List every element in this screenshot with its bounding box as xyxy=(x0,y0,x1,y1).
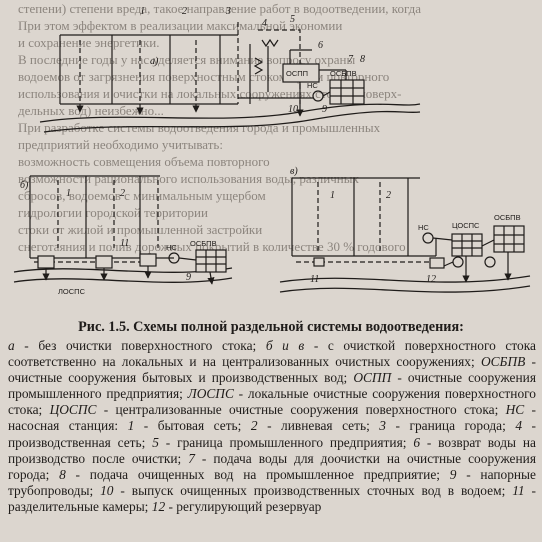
figure-legend: а - без очистки поверхностного стока; б … xyxy=(8,338,536,515)
legend-term: 9 xyxy=(449,466,457,482)
label-c-1: 1 xyxy=(330,190,335,201)
label-1: 1 xyxy=(140,6,145,17)
legend-text: - разделительные камеры; xyxy=(8,482,536,514)
legend-term: 3 xyxy=(379,418,386,434)
legend-term: ОСПП xyxy=(353,370,392,386)
legend-term: б и в xyxy=(265,338,305,353)
label-6: 6 xyxy=(318,40,323,51)
legend-term: 7 xyxy=(188,450,195,466)
legend-text: - насосная станция: xyxy=(8,402,536,434)
label-9a: 9 xyxy=(322,104,327,115)
legend-text: - с очисткой поверхностного стока соотве… xyxy=(8,338,536,370)
label-4: 4 xyxy=(262,18,267,29)
label-b-2: 2 xyxy=(120,188,125,199)
label-2: 2 xyxy=(182,6,187,17)
legend-text: - производственная сеть; xyxy=(8,418,537,450)
panel-a xyxy=(39,22,421,133)
legend-term: 2 xyxy=(250,418,258,434)
label-3: 3 xyxy=(225,6,231,17)
legend-term: 11 xyxy=(512,482,525,498)
panel-c-label: в) xyxy=(290,166,298,177)
box-cospc: ЦОСПС xyxy=(452,221,480,230)
label-c-2: 2 xyxy=(386,190,391,201)
background-text-line: возможность совмещения объема повторного xyxy=(18,154,270,169)
label-c-11: 11 xyxy=(310,274,319,285)
panel-b xyxy=(13,175,233,285)
label-b-9: 9 xyxy=(186,272,191,283)
box-osbv-a: ОСБПВ xyxy=(330,69,357,78)
legend-term: а xyxy=(8,338,15,353)
legend-term: 6 xyxy=(413,434,421,450)
background-text-line: При разработке системы водоотведения гор… xyxy=(18,120,381,135)
legend-text: - граница города; xyxy=(386,418,516,434)
legend-term: 8 xyxy=(59,466,66,482)
box-ns-c: НС xyxy=(418,223,429,232)
legend-text: - граница промышленного предприятия; xyxy=(158,434,414,450)
background-text-line: В последние годы у нас уделяется внимани… xyxy=(18,52,356,67)
background-text-line: гидрологии городской территории xyxy=(18,205,208,220)
box-lospc: ЛОСПС xyxy=(58,287,86,296)
background-text-line: возможности рационального использования … xyxy=(18,171,359,186)
legend-text: - выпуск очищенных производственных сточ… xyxy=(113,482,513,498)
legend-text: - бытовая сеть; xyxy=(134,418,251,434)
legend-text: - ливневая сеть; xyxy=(257,418,380,434)
box-osbv-b: ОСБПВ xyxy=(190,239,217,248)
legend-text: - очистные сооружения промышленного пред… xyxy=(8,370,536,402)
legend-text: - централизованные очистные сооружения п… xyxy=(96,402,506,418)
panel-c xyxy=(279,177,531,293)
box-ns-b: НС xyxy=(166,243,177,252)
label-5: 5 xyxy=(290,14,295,25)
legend-text: - напорные трубопроводы; xyxy=(8,466,536,498)
legend-term: 1 xyxy=(127,418,135,434)
background-text-line: использования и очистки на локальных соо… xyxy=(18,86,402,101)
background-text-line: сбросов, водоемов с минимальным ущербом xyxy=(18,188,266,203)
label-10: 10 xyxy=(288,104,298,115)
legend-term: ЛОСПС xyxy=(187,386,234,402)
legend-text: - без очистки поверхностного стока; xyxy=(14,338,266,353)
legend-term: НС xyxy=(505,402,525,418)
legend-term: 10 xyxy=(100,482,114,498)
legend-text: - локальные очистные сооружения поверхно… xyxy=(8,386,536,418)
label-7: 7 xyxy=(348,54,354,65)
label-b-11: 11 xyxy=(120,238,129,249)
legend-text: - очистные сооружения бытовых и производ… xyxy=(8,354,536,386)
box-ospp: ОСПП xyxy=(286,69,308,78)
label-8: 8 xyxy=(360,54,365,65)
legend-term: 12 xyxy=(151,498,166,514)
legend-text: - подача очищенных вод на промышленное п… xyxy=(65,466,450,482)
figure-drawing: а) б) в) 1 2 3 4 5 6 7 8 9 10 1 2 11 9 1… xyxy=(13,6,531,296)
panel-b-label: б) xyxy=(20,180,29,191)
background-text-line: предприятий необходимо учитывать: xyxy=(18,137,223,152)
label-c-12: 12 xyxy=(426,274,436,285)
background-text-line: и сохранение энергетики. xyxy=(18,35,160,50)
legend-text: - подача воды для доочистки на очистные … xyxy=(8,450,536,482)
legend-term: ОСБПВ xyxy=(480,354,526,370)
label-b-1: 1 xyxy=(66,188,71,199)
box-ns-a: НС xyxy=(307,81,318,90)
legend-text: - возврат воды на производство после очи… xyxy=(8,434,537,466)
background-text-line: При этом эффектом в реализации максималь… xyxy=(18,18,343,33)
legend-text: - регулирующий резервуар xyxy=(165,498,322,514)
box-osbv-c: ОСБПВ xyxy=(494,213,521,222)
background-text-line: степени) степени вреда, такое направлени… xyxy=(18,1,422,16)
legend-term: 4 xyxy=(515,418,523,434)
panel-a-label: а) xyxy=(150,56,159,67)
background-text-line: дельных вод) неизбежно... xyxy=(18,103,164,118)
figure-schemes: а) б) в) 1 2 3 4 5 6 7 8 9 10 1 2 11 9 1… xyxy=(13,6,531,296)
legend-term: ЦОСПС xyxy=(49,402,97,418)
background-text-line: снеготаяния и полив дорожных покрытий в … xyxy=(18,239,406,254)
legend-term: 5 xyxy=(152,434,159,450)
figure-title: Рис. 1.5. Схемы полной раздельной систем… xyxy=(78,319,464,335)
